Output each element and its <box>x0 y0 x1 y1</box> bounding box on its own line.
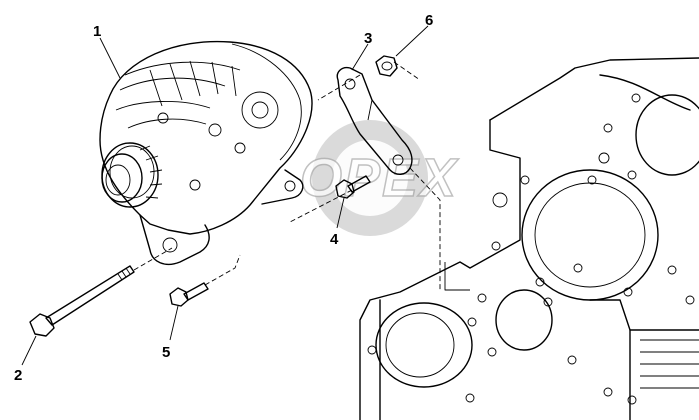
alternator-icon <box>99 40 313 266</box>
callout-3: 3 <box>364 30 372 47</box>
bracket-icon <box>336 66 413 175</box>
alignment-lines <box>133 61 441 290</box>
nut-icon <box>375 55 398 77</box>
callout-2: 2 <box>14 367 22 384</box>
callout-5: 5 <box>162 344 170 361</box>
callout-labels: 1 2 3 4 5 6 <box>14 12 433 384</box>
leader-lines <box>21 25 429 366</box>
short-bolt-icon <box>335 175 371 199</box>
watermark-logo: OPEX <box>299 120 459 236</box>
watermark-text: OPEX <box>300 148 459 208</box>
callout-4: 4 <box>330 231 339 248</box>
short-bolt-icon-2 <box>169 282 209 307</box>
callout-1: 1 <box>93 23 101 40</box>
engine-block-icon <box>359 57 699 420</box>
long-bolt-icon <box>29 265 135 337</box>
callout-6: 6 <box>425 12 433 29</box>
